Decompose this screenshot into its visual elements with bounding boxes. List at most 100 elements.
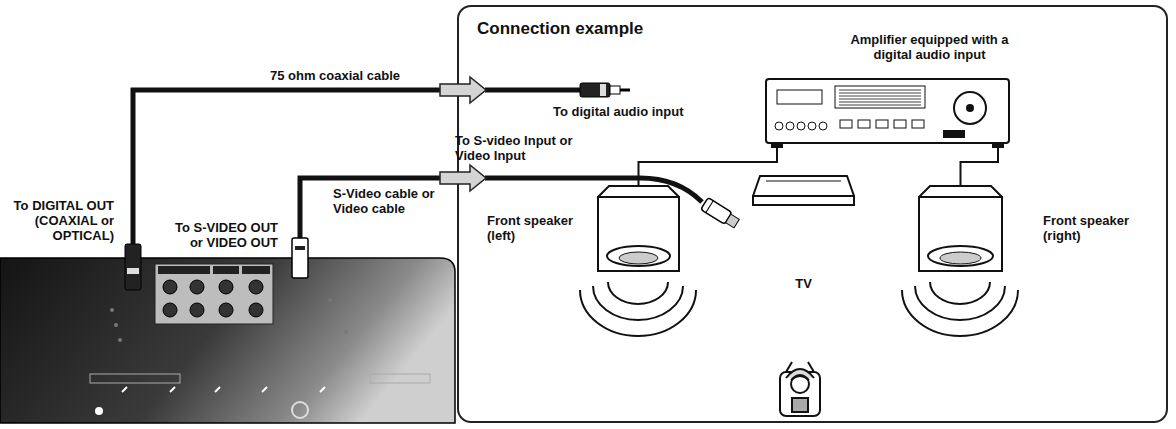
coaxial-cable <box>620 89 630 92</box>
connection-label: S-Video cable or Video cable <box>333 186 435 216</box>
listener <box>792 398 808 412</box>
amp-drawing <box>966 104 974 112</box>
amp-drawing <box>775 122 783 130</box>
amp-drawing <box>992 142 1004 148</box>
connection-label: To S-video Input or Video Input <box>455 133 573 163</box>
dvd-player-rear-panel <box>0 258 455 423</box>
node-label: Front speaker (left) <box>487 213 589 243</box>
speaker-drawing <box>619 252 658 264</box>
dvd-player-rear-panel <box>219 280 233 294</box>
amp-drawing <box>786 122 794 130</box>
s-video-cable <box>701 198 741 230</box>
amp-drawing <box>765 78 1010 150</box>
listener <box>791 375 809 393</box>
s-video-cable <box>300 178 440 245</box>
coaxial-cable <box>125 244 141 290</box>
dvd-player-rear-panel <box>249 280 263 294</box>
connection-label: To DIGITAL OUT (COAXIAL or OPTICAL) <box>2 198 114 243</box>
amp-drawing <box>839 105 921 106</box>
dvd-player-rear-panel <box>190 303 204 317</box>
listener <box>780 362 820 416</box>
sound-waves <box>580 290 696 336</box>
speaker-drawing <box>928 246 993 266</box>
connection-label: To S-VIDEO OUT or VIDEO OUT <box>160 220 278 250</box>
dvd-player-rear-panel <box>249 303 263 317</box>
sound-waves <box>593 286 683 320</box>
s-video-cable <box>726 214 740 228</box>
amp-drawing <box>894 120 906 128</box>
amp-drawing <box>876 120 888 128</box>
dvd-player-rear-panel <box>242 266 270 274</box>
dvd-player-rear-panel <box>90 374 180 383</box>
amp-drawing <box>839 99 921 100</box>
amp-drawing <box>835 86 925 108</box>
dvd-player-rear-panel <box>213 266 239 274</box>
block-arrow <box>440 77 486 103</box>
speaker-box: Front speaker (left) <box>597 185 680 272</box>
dvd-player-rear-panel <box>118 338 122 342</box>
speaker-wire <box>961 148 999 187</box>
node-label: TV <box>752 276 855 291</box>
coaxial-cable <box>485 88 580 93</box>
listener <box>808 362 814 372</box>
dvd-player-rear-panel <box>114 323 118 327</box>
region-title: Connection example <box>477 19 643 39</box>
dvd-player-rear-panel <box>336 314 340 318</box>
dvd-player-rear-panel <box>122 387 325 392</box>
dvd-player-rear-panel <box>215 387 220 392</box>
amp-drawing <box>839 96 921 97</box>
s-video-cable <box>295 246 305 250</box>
dvd-player-rear-panel <box>122 387 127 392</box>
sound-waves <box>930 282 990 304</box>
tv-drawing <box>753 176 854 196</box>
speaker-drawing <box>607 246 670 266</box>
amp-drawing <box>840 120 852 128</box>
amp-drawing <box>808 122 816 130</box>
dvd-player-rear-panel <box>262 387 267 392</box>
dvd-player-rear-panel <box>320 387 325 392</box>
dvd-player-rear-panel <box>158 266 210 274</box>
coaxial-cable <box>580 83 610 97</box>
tv-drawing <box>766 181 841 182</box>
block-arrow <box>440 77 486 191</box>
speaker-box: Front speaker (right) <box>918 185 1003 272</box>
dvd-player-rear-panel <box>163 303 177 317</box>
listener <box>780 372 820 416</box>
dvd-player-rear-panel <box>292 402 308 418</box>
speaker-drawing <box>919 186 1002 197</box>
speaker-drawing <box>919 197 1002 271</box>
tv-drawing <box>753 196 854 205</box>
coaxial-cable <box>610 86 620 94</box>
coaxial-cable <box>600 84 606 96</box>
amp-drawing <box>912 120 924 128</box>
dvd-player-rear-panel <box>0 258 455 423</box>
connection-label: To digital audio input <box>553 104 723 119</box>
listener <box>786 362 792 372</box>
dvd-player-rear-panel <box>110 298 348 342</box>
s-video-cable <box>292 238 308 278</box>
amp-drawing <box>766 79 1009 143</box>
dvd-player-rear-panel <box>190 280 204 294</box>
amp-box: Amplifier equipped with a digital audio … <box>765 78 1010 150</box>
dvd-player-rear-panel <box>110 308 114 312</box>
coaxial-cable <box>133 90 440 258</box>
s-video-cable <box>292 178 740 278</box>
speaker-drawing <box>598 186 679 197</box>
speaker-drawing <box>940 252 981 264</box>
amp-drawing <box>771 142 783 148</box>
dvd-player-rear-panel <box>344 330 348 334</box>
tv-box: TV <box>752 172 855 206</box>
amp-drawing <box>819 122 827 130</box>
block-arrow <box>440 165 486 191</box>
amp-drawing <box>839 93 921 94</box>
dvd-player-rear-panel <box>155 264 273 324</box>
amp-drawing <box>858 120 870 128</box>
dvd-player-rear-panel <box>328 298 332 302</box>
s-video-cable <box>706 201 713 213</box>
dvd-player-rear-panel <box>219 303 233 317</box>
tv-drawing <box>752 172 855 206</box>
amp-drawing <box>943 130 965 138</box>
amp-drawing <box>839 90 921 91</box>
connection-label: 75 ohm coaxial cable <box>270 68 440 83</box>
